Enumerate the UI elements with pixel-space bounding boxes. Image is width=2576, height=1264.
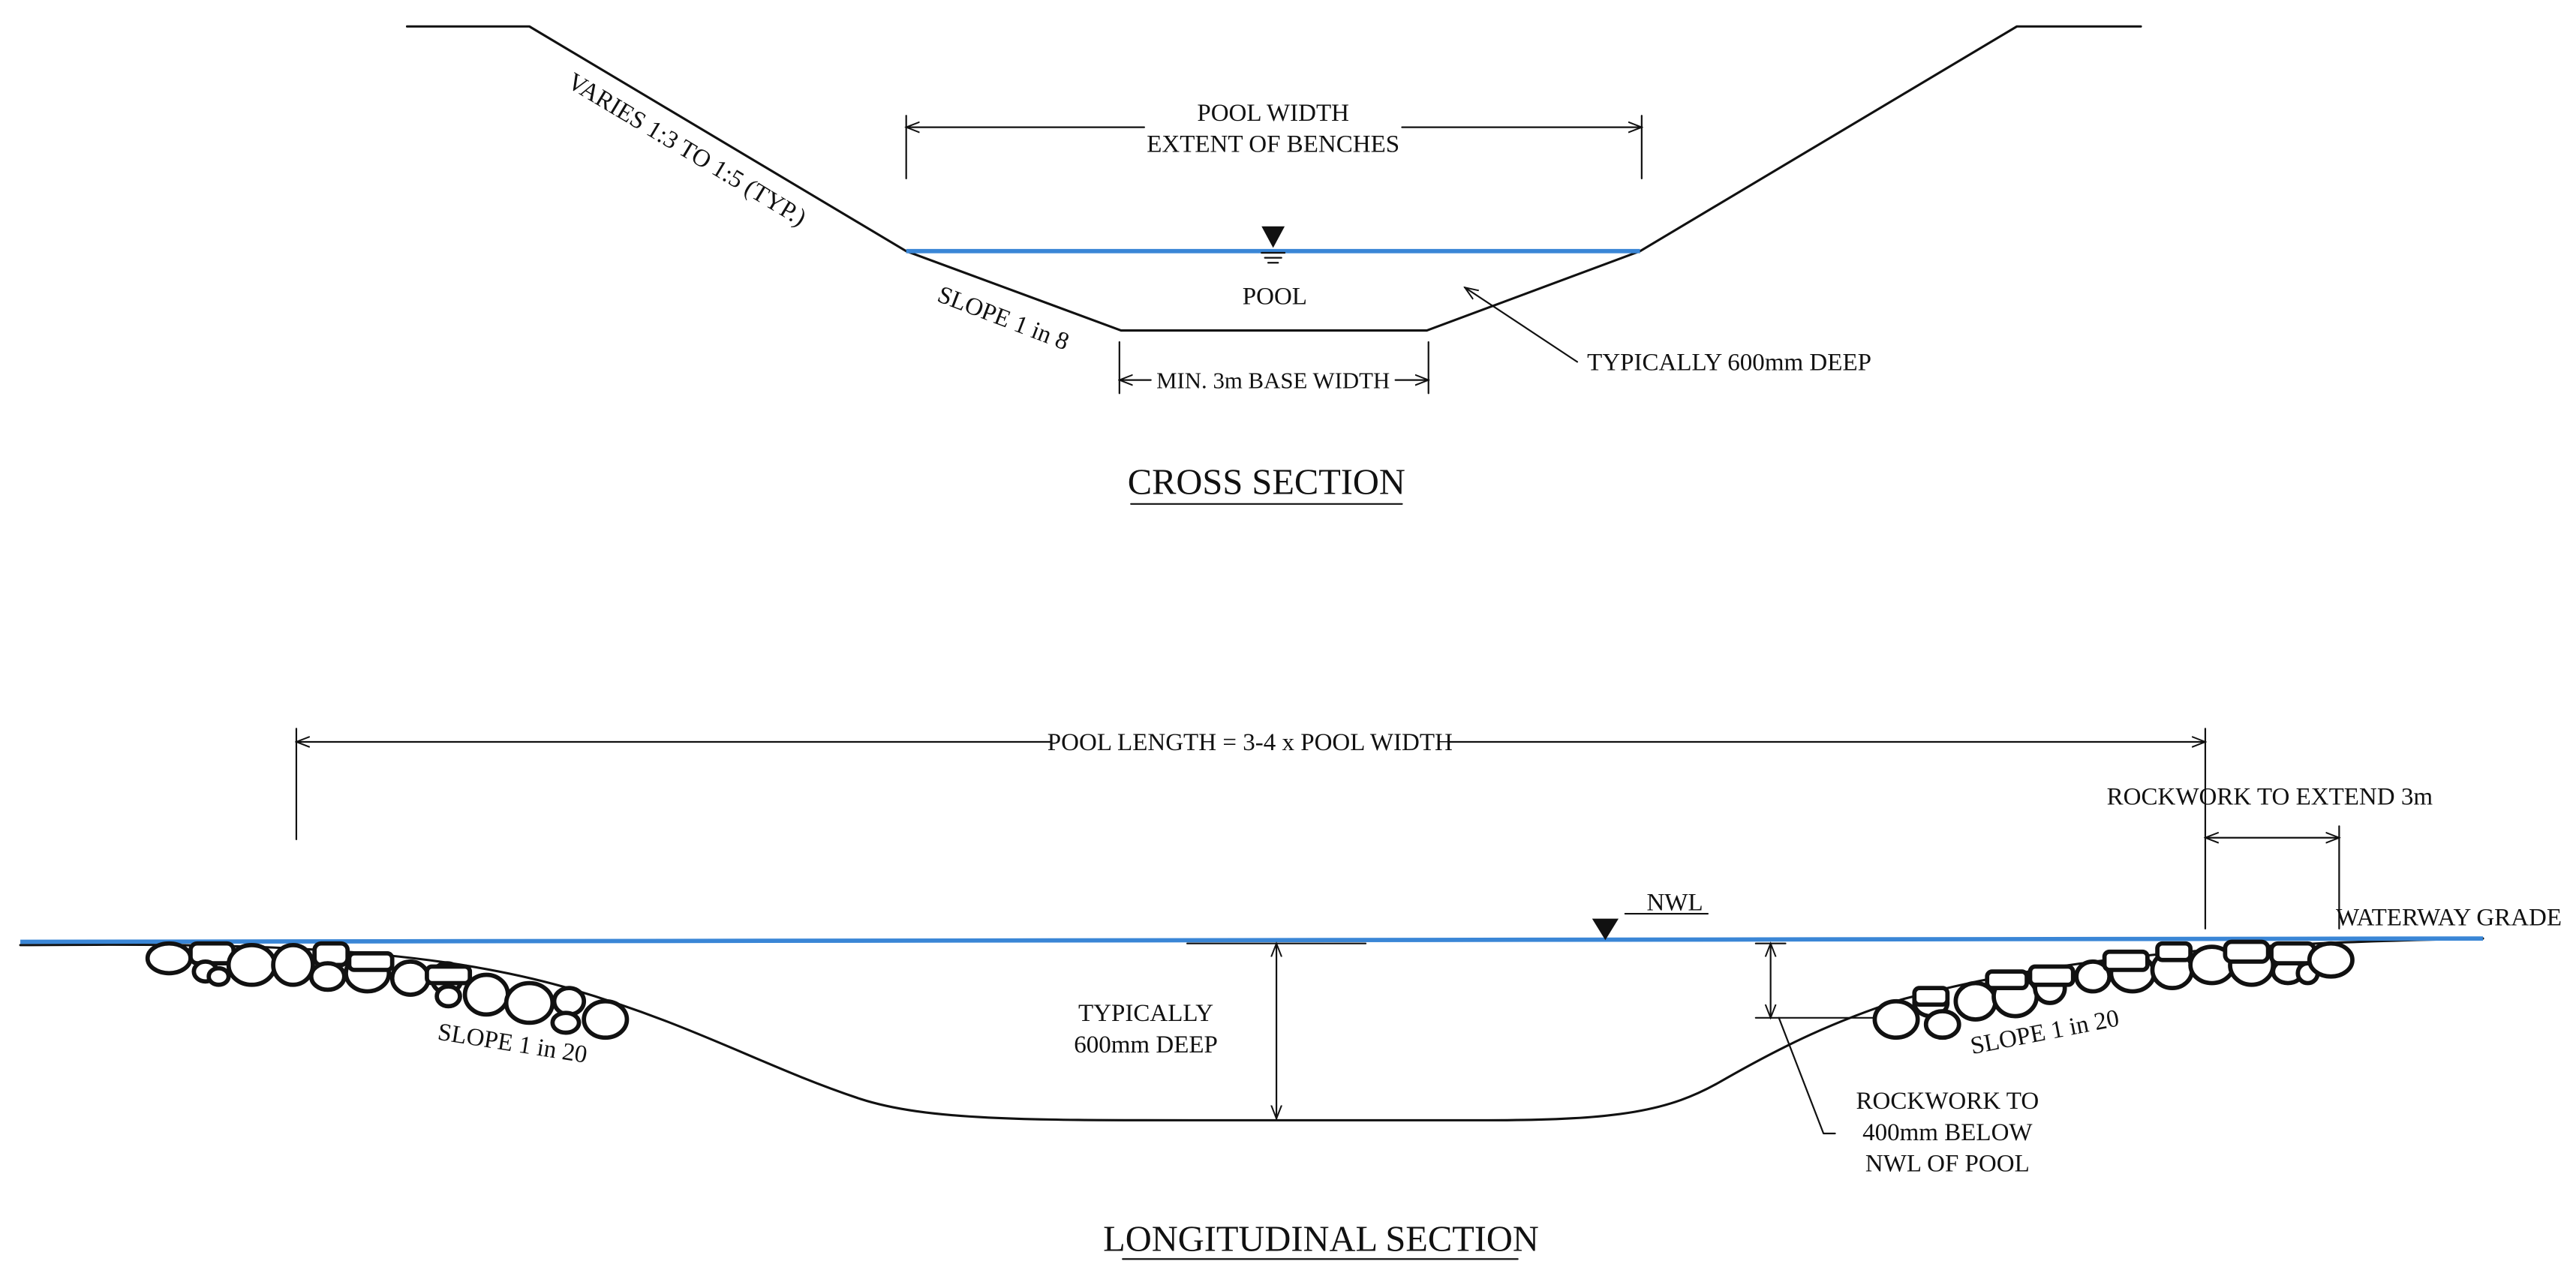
longitudinal-water-surface — [20, 936, 2483, 944]
pool-label: POOL — [1243, 283, 1307, 310]
rockwork-note-line3: NWL OF POOL — [1865, 1151, 2030, 1178]
base-width-dimension — [1120, 341, 1429, 395]
longitudinal-bed-profile — [19, 937, 2484, 1121]
bench-slope-label: SLOPE 1 in 8 — [933, 281, 1072, 356]
pool-length-label: POOL LENGTH = 3-4 x POOL WIDTH — [1048, 729, 1453, 756]
extent-of-benches-label: EXTENT OF BENCHES — [1147, 131, 1399, 158]
cross-section-title: CROSS SECTION — [1128, 463, 1405, 503]
batter-slope-note: VARIES 1:3 TO 1:5 (TYP.) — [563, 68, 811, 232]
left-rockwork — [145, 941, 630, 1040]
depth-note-label: TYPICALLY 600mm DEEP — [1587, 349, 1871, 376]
pool-width-dimension — [906, 115, 1642, 179]
rockwork-extend-label: ROCKWORK TO EXTEND 3m — [2107, 784, 2433, 811]
rockwork-extend-dimension — [2205, 825, 2339, 929]
cross-section-profile — [405, 25, 2142, 332]
rockwork-depth-dimension — [1754, 944, 1883, 1135]
depth-label-line1: TYPICALLY — [1078, 1000, 1213, 1027]
depth-label-line2: 600mm DEEP — [1074, 1031, 1218, 1058]
waterway-grade-label: WATERWAY GRADE — [2336, 904, 2562, 931]
nwl-icon — [1592, 918, 1619, 941]
rockwork-note-line1: ROCKWORK TO — [1856, 1088, 2039, 1115]
base-width-label: MIN. 3m BASE WIDTH — [1156, 368, 1390, 394]
rockwork-note-line2: 400mm BELOW — [1862, 1119, 2033, 1146]
pool-depth-dimension — [1186, 944, 1367, 1118]
longitudinal-section-title: LONGITUDINAL SECTION — [1103, 1219, 1539, 1259]
water-level-icon — [1261, 226, 1286, 264]
longitudinal-section: POOL LENGTH = 3-4 x POOL WIDTH ROCKWORK … — [19, 728, 2562, 1260]
right-rockwork — [1872, 939, 2355, 1040]
depth-note-leader — [1465, 287, 1579, 363]
nwl-label: NWL — [1646, 890, 1703, 917]
cross-section: POOL WIDTH EXTENT OF BENCHES VARIES 1:3 … — [405, 25, 2142, 505]
pool-length-dimension — [296, 728, 2205, 929]
pool-width-label: POOL WIDTH — [1197, 100, 1349, 127]
